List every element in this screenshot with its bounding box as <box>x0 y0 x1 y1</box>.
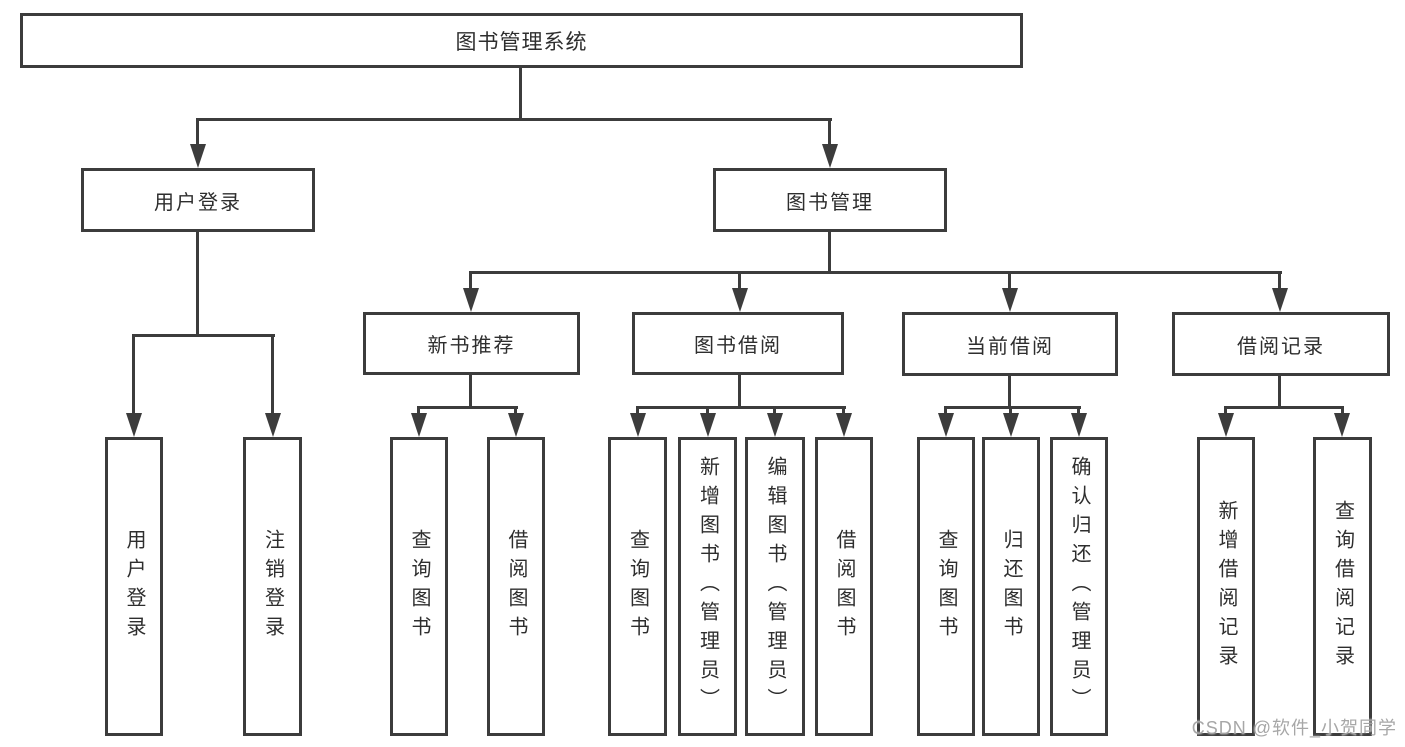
leaf-query-books-recommend: 查询图书 <box>390 437 448 736</box>
connector-line <box>417 406 518 409</box>
arrow-down-icon <box>1218 413 1234 437</box>
node-label: 查询借阅记录 <box>1331 499 1354 674</box>
arrow-down-icon <box>463 288 479 312</box>
arrow-down-icon <box>1272 288 1288 312</box>
leaf-borrow-books-borrowing: 借阅图书 <box>815 437 873 736</box>
connector-line <box>944 406 947 416</box>
node-label: 查询图书 <box>408 528 430 645</box>
node-current-borrowing: 当前借阅 <box>902 312 1118 376</box>
arrow-down-icon <box>700 413 716 437</box>
connector-line <box>132 334 275 337</box>
node-label: 借阅图书 <box>833 528 855 645</box>
arrow-down-icon <box>265 413 281 437</box>
node-label: 新增借阅记录 <box>1215 499 1237 674</box>
leaf-add-borrow-record: 新增借阅记录 <box>1197 437 1255 736</box>
arrow-down-icon <box>767 413 783 437</box>
connector-line <box>1224 406 1344 409</box>
connector-line <box>636 406 639 416</box>
node-book-management: 图书管理 <box>713 168 947 232</box>
node-borrowing-records: 借阅记录 <box>1172 312 1390 376</box>
node-book-management-system: 图书管理系统 <box>20 13 1023 68</box>
node-book-borrowing: 图书借阅 <box>632 312 844 375</box>
node-label: 查询图书 <box>935 528 957 645</box>
node-user-login: 用户登录 <box>81 168 315 232</box>
arrow-down-icon <box>732 288 748 312</box>
node-new-book-recommendation: 新书推荐 <box>363 312 580 375</box>
node-label: 借阅记录 <box>1237 335 1325 358</box>
node-label: 图书管理 <box>786 191 874 214</box>
connector-line <box>196 118 832 121</box>
connector-line <box>1077 406 1080 416</box>
arrow-down-icon <box>126 413 142 437</box>
leaf-user-login: 用户登录 <box>105 437 163 736</box>
arrow-down-icon <box>630 413 646 437</box>
node-label: 图书借阅 <box>694 335 782 357</box>
connector-line <box>1278 271 1281 291</box>
connector-line <box>469 271 472 291</box>
connector-line <box>944 406 1081 409</box>
connector-line <box>738 271 741 291</box>
node-label: 归还图书 <box>1000 528 1022 645</box>
connector-line <box>1278 374 1281 409</box>
arrow-down-icon <box>1334 413 1350 437</box>
node-label: 用户登录 <box>154 191 242 214</box>
node-label: 确认归还（管理员） <box>1068 456 1090 717</box>
leaf-query-borrow-record: 查询借阅记录 <box>1313 437 1372 736</box>
arrow-down-icon <box>1003 413 1019 437</box>
connector-line <box>469 271 1282 274</box>
leaf-borrow-books-recommend: 借阅图书 <box>487 437 545 736</box>
connector-line <box>1008 271 1011 291</box>
connector-line <box>773 406 776 416</box>
connector-line <box>1009 406 1012 416</box>
connector-line <box>514 406 517 416</box>
connector-line <box>417 406 420 416</box>
connector-line <box>271 334 274 416</box>
connector-line <box>519 66 522 120</box>
watermark: CSDN @软件_小贺同学 <box>1191 718 1397 738</box>
leaf-confirm-return-admin: 确认归还（管理员） <box>1050 437 1108 736</box>
arrow-down-icon <box>822 144 838 168</box>
node-label: 借阅图书 <box>505 528 527 645</box>
node-label: 注销登录 <box>261 528 284 645</box>
node-label: 查询图书 <box>626 528 649 645</box>
node-label: 当前借阅 <box>966 335 1054 358</box>
connector-line <box>828 118 831 148</box>
leaf-edit-book-admin: 编辑图书（管理员） <box>745 437 805 736</box>
connector-line <box>469 373 472 409</box>
arrow-down-icon <box>190 144 206 168</box>
leaf-logout: 注销登录 <box>243 437 302 736</box>
connector-line <box>706 406 709 416</box>
node-label: 图书管理系统 <box>455 30 588 54</box>
arrow-down-icon <box>836 413 852 437</box>
node-label: 编辑图书（管理员） <box>764 456 786 717</box>
arrow-down-icon <box>938 413 954 437</box>
connector-line <box>1341 406 1344 416</box>
leaf-query-books-current: 查询图书 <box>917 437 975 736</box>
connector-line <box>842 406 845 416</box>
arrow-down-icon <box>411 413 427 437</box>
connector-line <box>1008 374 1011 409</box>
connector-line <box>1224 406 1227 416</box>
connector-line <box>738 373 741 409</box>
node-label: 新书推荐 <box>427 335 516 357</box>
leaf-return-books: 归还图书 <box>982 437 1040 736</box>
leaf-add-book-admin: 新增图书（管理员） <box>678 437 737 736</box>
node-label: 用户登录 <box>123 528 145 645</box>
connector-line <box>828 231 831 273</box>
arrow-down-icon <box>1002 288 1018 312</box>
connector-line <box>132 334 135 416</box>
connector-line <box>636 406 846 409</box>
arrow-down-icon <box>1071 413 1087 437</box>
arrow-down-icon <box>508 413 524 437</box>
connector-line <box>196 118 199 148</box>
connector-line <box>196 231 199 337</box>
node-label: 新增图书（管理员） <box>696 456 719 717</box>
leaf-query-books-borrowing: 查询图书 <box>608 437 667 736</box>
